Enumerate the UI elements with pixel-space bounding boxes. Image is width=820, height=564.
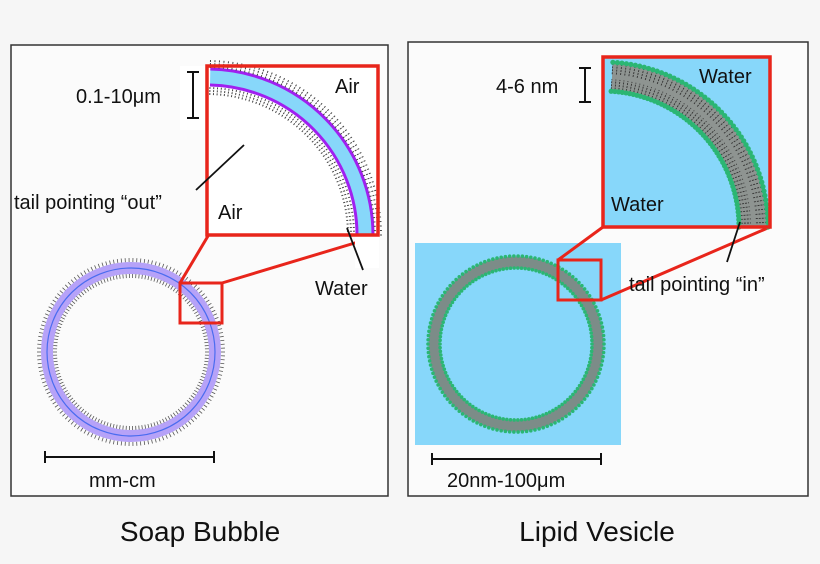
soap-zoom-source-box xyxy=(178,281,224,325)
lipid-scale-label: 20nm-100μm xyxy=(447,470,565,492)
soap-water-pointer xyxy=(346,227,364,271)
soap-zoom-inset xyxy=(205,59,383,237)
lipid-tail-label: tail pointing “in” xyxy=(629,274,765,296)
lipid-vesicle-ring xyxy=(426,254,606,434)
lipid-water-background xyxy=(415,243,621,445)
soap-thickness-label: 0.1-10μm xyxy=(76,86,161,108)
soap-tail-pointer xyxy=(195,144,245,191)
soap-bubble-panel: 0.1-10μm Air Air tail pointing “out” Wat… xyxy=(10,44,389,547)
soap-scale-bar xyxy=(44,451,215,463)
soap-outside-label: Air xyxy=(335,76,360,98)
soap-thickness-bracket xyxy=(187,71,199,119)
soap-zoom-connector xyxy=(178,234,379,325)
soap-tail-label: tail pointing “out” xyxy=(14,192,162,214)
lipid-inside-label: Water xyxy=(611,194,664,216)
soap-bubble-ring xyxy=(37,258,225,446)
lipid-scale-bar xyxy=(431,453,602,465)
soap-scale-label: mm-cm xyxy=(89,470,156,492)
soap-core-label: Water xyxy=(315,278,368,300)
lipid-caption: Lipid Vesicle xyxy=(519,516,675,547)
lipid-tail-pointer xyxy=(726,221,741,263)
soap-inside-label: Air xyxy=(218,202,243,224)
lipid-zoom-connector xyxy=(556,225,771,302)
lipid-outside-label: Water xyxy=(699,66,752,88)
soap-caption: Soap Bubble xyxy=(120,516,280,547)
lipid-thickness-bracket xyxy=(579,67,591,103)
lipid-zoom-inset xyxy=(601,55,772,230)
lipid-thickness-label: 4-6 nm xyxy=(496,76,558,98)
lipid-zoom-source-box xyxy=(556,258,603,302)
lipid-vesicle-panel: 4-6 nm Water Water tail pointing “in” 20… xyxy=(407,41,809,547)
